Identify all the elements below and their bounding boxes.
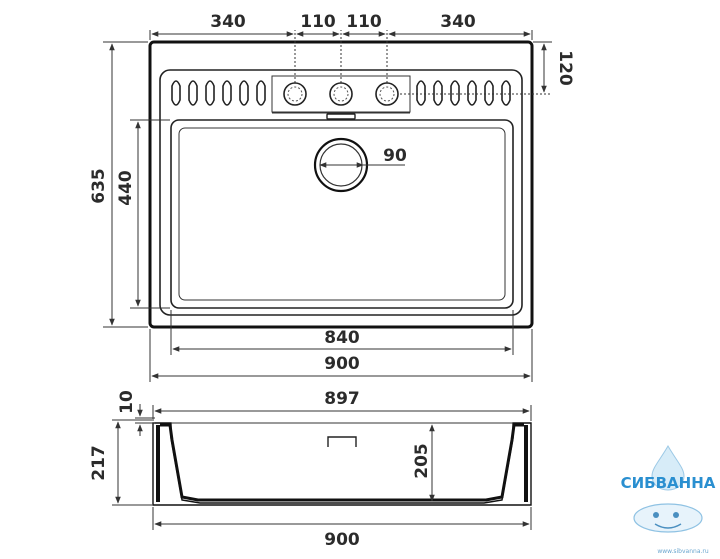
dim-bowl-height-205: 205 (412, 443, 432, 479)
tap-hole-right (375, 82, 399, 106)
dim-bowl-width-840: 840 (324, 328, 360, 348)
bowl-inner-outline (178, 127, 506, 301)
water-drop-icon (651, 444, 685, 491)
bowl-outline (170, 119, 514, 309)
bathtub-icon (633, 503, 703, 533)
dim-drain-90: 90 (383, 146, 407, 166)
logo-brand-text: СИБВАННА (621, 474, 716, 492)
sink-profile-outer (152, 422, 532, 506)
tap-hole-left (283, 82, 307, 106)
overflow-profile (327, 436, 357, 447)
dim-tap-deck-120: 120 (555, 50, 575, 86)
dim-top-width-897: 897 (324, 389, 360, 409)
dim-width-110-b: 110 (346, 12, 382, 32)
drainer-grooves-left (171, 80, 266, 106)
sibvanna-logo: СИБВАННА www.sibvanna.ru (621, 444, 716, 555)
dim-rim-10: 10 (117, 390, 137, 414)
dim-bottom-width-900: 900 (324, 530, 360, 550)
dim-width-right-340: 340 (440, 12, 476, 32)
logo-url-text: www.sibvanna.ru (657, 548, 709, 555)
overflow-slot (326, 113, 356, 120)
dim-height-217: 217 (89, 445, 109, 481)
side-view: 897 10 217 205 900 (89, 389, 532, 550)
dim-overall-width-900: 900 (324, 354, 360, 374)
drainer-grooves-right (416, 80, 511, 106)
dim-overall-depth-635: 635 (89, 168, 109, 204)
tap-hole-center (329, 82, 353, 106)
tap-deck (271, 75, 411, 113)
dim-width-110-a: 110 (300, 12, 336, 32)
dim-width-left-340: 340 (210, 12, 246, 32)
top-view: 340 110 110 340 120 635 440 90 840 900 (89, 12, 575, 382)
sink-inner-rim (159, 69, 523, 316)
dim-bowl-depth-440: 440 (116, 170, 136, 206)
